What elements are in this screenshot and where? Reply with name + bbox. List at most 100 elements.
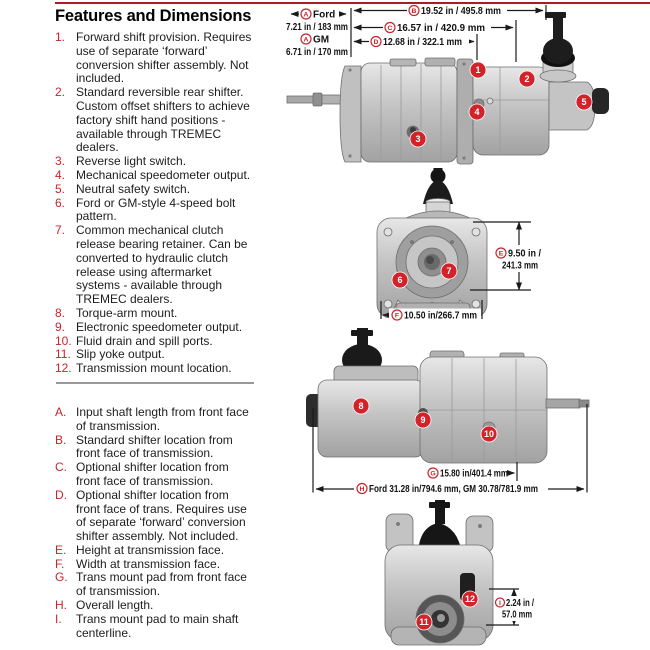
svg-text:B: B [412, 8, 417, 15]
figure-side-view-bottom [306, 328, 590, 464]
top-rule [55, 2, 650, 4]
slip-yoke [415, 594, 465, 644]
svg-text:5: 5 [581, 97, 586, 107]
callout-8: 8 [352, 397, 370, 415]
svg-text:D: D [374, 39, 379, 46]
legend-list: A. Input shaft length from front face of… [55, 404, 273, 641]
item-letter: G. [55, 570, 68, 585]
feature-item: 4. Mechanical speedometer output. [55, 167, 251, 182]
callout-3: 3 [409, 130, 427, 148]
legend-item: C. Optional shifter location from front … [55, 460, 229, 488]
bearing-retainer [395, 225, 469, 299]
svg-text:241.3 mm: 241.3 mm [502, 261, 538, 272]
callout-7: 7 [440, 262, 458, 280]
svg-text:10.50 in/266.7 mm: 10.50 in/266.7 mm [404, 311, 477, 322]
feature-item: 7. Common mechanical clutch release bear… [55, 223, 248, 307]
item-letter: F. [55, 556, 65, 571]
legend-item: A. Input shaft length from front face of… [55, 404, 249, 433]
item-number: 1. [55, 30, 66, 44]
legend-item: G. Trans mount pad from front face of tr… [55, 570, 247, 599]
text-column: Features and Dimensions 1. Forward shift… [55, 7, 273, 640]
page-title: Features and Dimensions [55, 7, 252, 25]
svg-text:2: 2 [524, 74, 529, 84]
svg-text:10: 10 [484, 429, 494, 439]
item-number: 5. [55, 181, 66, 196]
svg-text:3: 3 [415, 134, 420, 144]
svg-text:Ford: Ford [313, 10, 335, 21]
svg-text:Ford 31.28 in/794.6 mm, GM 30.: Ford 31.28 in/794.6 mm, GM 30.78/781.9 m… [369, 484, 538, 495]
dim-label-a-gm: A GM [300, 33, 329, 46]
callout-2: 2 [518, 70, 536, 88]
list-separator [56, 381, 254, 384]
callout-12: 12 [461, 590, 479, 608]
svg-text:16.57 in / 420.9 mm: 16.57 in / 420.9 mm [397, 23, 485, 34]
item-letter: D. [55, 487, 67, 502]
dimension-lines-bottom: G 15.80 in/401.4 mm H Ford 31.28 in/794.… [312, 404, 588, 495]
item-number: 10. [55, 333, 72, 348]
dim-label-d: D 12.68 in / 322.1 mm [369, 35, 469, 48]
feature-item: 1. Forward shift provision. Requires use… [55, 30, 273, 86]
dim-label-c: C 16.57 in / 420.9 mm [383, 21, 491, 34]
callout-4: 4 [468, 103, 486, 121]
dimension-lines-top: A Ford 7.21 in / 183 mm A GM 6.71 in / 1… [286, 4, 547, 62]
callout-5: 5 [575, 93, 593, 111]
svg-text:12.68 in / 322.1 mm: 12.68 in / 322.1 mm [383, 37, 462, 48]
item-number: 11. [55, 347, 71, 362]
svg-text:12: 12 [465, 594, 475, 604]
callout-10: 10 [480, 425, 498, 443]
callout-1: 1 [469, 61, 487, 79]
svg-text:19.52 in / 495.8 mm: 19.52 in / 495.8 mm [421, 6, 501, 17]
dim-label-a-ford: A Ford [299, 7, 339, 21]
svg-text:G: G [430, 470, 435, 477]
item-letter: C. [55, 460, 67, 475]
item-number: 2. [55, 85, 66, 100]
svg-text:8: 8 [358, 401, 363, 411]
item-number: 12. [55, 361, 72, 376]
item-number: 8. [55, 305, 66, 320]
item-number: 6. [55, 195, 66, 210]
feature-item: 6. Ford or GM-style 4-speed bolt pattern… [55, 195, 236, 224]
shift-lever-top [539, 12, 577, 83]
feature-item: 5. Neutral safety switch. [55, 181, 191, 196]
feature-item: 10. Fluid drain and spill ports. [55, 333, 213, 348]
item-number: 7. [55, 223, 66, 238]
dim-value-a-gm: 6.71 in / 170 mm [286, 47, 348, 58]
feature-item: 3. Reverse light switch. [55, 154, 187, 169]
item-text: Forward shift provision. Requires use of… [76, 30, 252, 86]
feature-item: 12. Transmission mount location. [55, 361, 232, 376]
item-letter: B. [55, 432, 67, 447]
svg-text:2.24 in /: 2.24 in / [506, 598, 534, 609]
callout-11: 11 [415, 613, 433, 631]
figure-front-view [376, 168, 488, 319]
svg-text:11: 11 [419, 617, 429, 627]
svg-text:9.50 in /: 9.50 in / [508, 249, 541, 260]
figure-side-view-top [286, 12, 609, 165]
legend-item: I. Trans mount pad to main shaft centerl… [55, 611, 239, 640]
item-letter: I. [55, 611, 62, 626]
dim-label-h: H Ford 31.28 in/794.6 mm, GM 30.78/781.9… [356, 482, 538, 495]
dim-label-f: F 10.50 in/266.7 mm [389, 308, 481, 322]
legend-item: F. Width at transmission face. [55, 556, 221, 571]
figure-rear-view [384, 500, 494, 646]
svg-text:1: 1 [475, 65, 480, 75]
main-case [360, 62, 458, 163]
front-case [317, 379, 425, 458]
svg-text:A: A [304, 36, 309, 43]
dim-label-b: B 19.52 in / 495.8 mm [407, 4, 507, 17]
svg-text:57.0 mm: 57.0 mm [502, 610, 532, 621]
callout-9: 9 [414, 411, 432, 429]
svg-text:7: 7 [446, 266, 451, 276]
dim-value-a-ford: 7.21 in / 183 mm [286, 22, 348, 33]
input-shaft [286, 92, 346, 107]
output-coupler [592, 88, 609, 114]
svg-text:6: 6 [397, 275, 402, 285]
svg-text:C: C [388, 25, 393, 32]
item-number: 3. [55, 154, 66, 169]
callout-6: 6 [391, 271, 409, 289]
svg-text:I: I [499, 600, 501, 607]
legend-item: E. Height at transmission face. [55, 542, 225, 557]
legend-item: D. Optional shifter location from front … [55, 487, 247, 544]
item-letter: E. [55, 542, 67, 557]
item-number: 4. [55, 167, 66, 182]
